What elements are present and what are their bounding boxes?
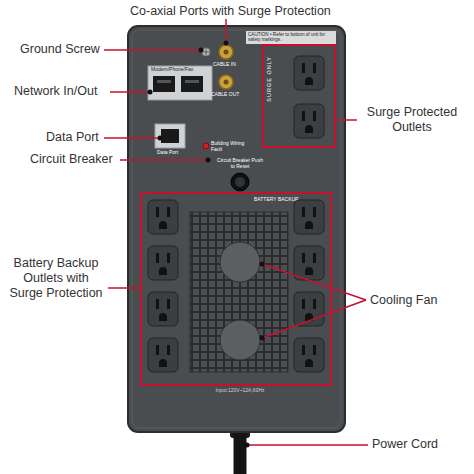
callout-label: Network In/Out <box>14 84 97 99</box>
callout-label: Ground Screw <box>20 42 100 57</box>
callout-label: Circuit Breaker <box>30 152 113 167</box>
battery-outlet-frame: BATTERY BACKUP <box>140 192 332 386</box>
fan-hub <box>220 242 260 282</box>
leader-dot <box>260 262 265 267</box>
rj-contacts <box>157 80 171 83</box>
caution-label: CAUTION • Refer to bottom of unit for sa… <box>246 31 336 44</box>
leader-dot <box>224 41 229 46</box>
leader-line <box>262 300 366 338</box>
leader-line <box>225 19 227 43</box>
surge-outlet <box>294 104 324 138</box>
leader-dot <box>245 443 250 448</box>
leader-line <box>104 49 201 51</box>
network-port-panel: Modem/Phone/Fax <box>148 66 212 100</box>
rating-label: Input:120V~12A,60Hz <box>190 388 290 394</box>
backup-outlet <box>148 200 178 234</box>
data-jack <box>161 129 179 143</box>
coax-pin <box>224 50 229 55</box>
leader-line <box>110 91 150 93</box>
outlet-group-label: BATTERY BACKUP <box>254 197 298 203</box>
screw-slot <box>203 49 209 55</box>
leader-dot <box>260 336 265 341</box>
callout-label: Surge Protected Outlets <box>360 105 464 135</box>
data-plate <box>155 124 185 148</box>
circuit-breaker <box>231 173 249 191</box>
port-label: CABLE OUT <box>211 92 239 98</box>
outlet-group-label: SURGE ONLY <box>266 56 272 102</box>
ground-screw <box>202 48 210 56</box>
callout-label: Cooling Fan <box>370 293 437 308</box>
body-bevel <box>132 30 341 428</box>
coax-pin <box>224 80 229 85</box>
backup-outlet <box>148 246 178 280</box>
backup-outlet <box>294 246 324 280</box>
callout-label: Power Cord <box>372 437 438 452</box>
backup-outlet <box>294 292 324 326</box>
backup-outlet <box>148 338 178 372</box>
ups-body <box>128 26 345 432</box>
leader-line <box>104 137 160 139</box>
fault-led <box>203 143 209 149</box>
fan-hub <box>220 320 260 360</box>
callout-label: Co-axial Ports with Surge Protection <box>130 4 331 19</box>
coax-port <box>219 45 233 59</box>
callout-label: Data Port <box>46 130 99 145</box>
backup-outlet <box>294 200 324 234</box>
leader-line <box>262 264 366 300</box>
leader-dot <box>148 90 153 95</box>
network-plate <box>148 66 212 100</box>
fan-grille <box>190 212 288 372</box>
ups-panel: Modem/Phone/Fax SURGE ONLY BATTERY BACKUP C… <box>128 26 345 432</box>
indicator-label: Building Wiring Fault <box>211 141 251 153</box>
rj-jack <box>181 76 203 92</box>
leader-line <box>247 444 368 446</box>
leader-line <box>120 159 208 161</box>
coax-port <box>219 75 233 89</box>
callout-label: Battery Backup Outlets with Surge Protec… <box>6 256 106 301</box>
surge-outlet <box>294 56 324 90</box>
leader-dot <box>199 48 204 53</box>
breaker-label: Circuit Breaker Push to Reset <box>217 158 263 170</box>
panel-label: Modem/Phone/Fax <box>151 67 193 73</box>
backup-outlet <box>294 338 324 372</box>
leader-dot <box>206 158 211 163</box>
leader-dot <box>158 136 163 141</box>
rj-jack <box>153 76 175 92</box>
leader-line <box>108 287 140 289</box>
port-label: CABLE IN <box>213 62 236 68</box>
breaker-button <box>235 177 245 187</box>
leader-line <box>337 119 357 121</box>
port-label: Data Port <box>157 150 178 156</box>
surge-outlet-frame: SURGE ONLY <box>262 44 336 148</box>
power-cord <box>234 432 247 474</box>
backup-outlet <box>148 292 178 326</box>
rj-contacts <box>185 80 199 83</box>
